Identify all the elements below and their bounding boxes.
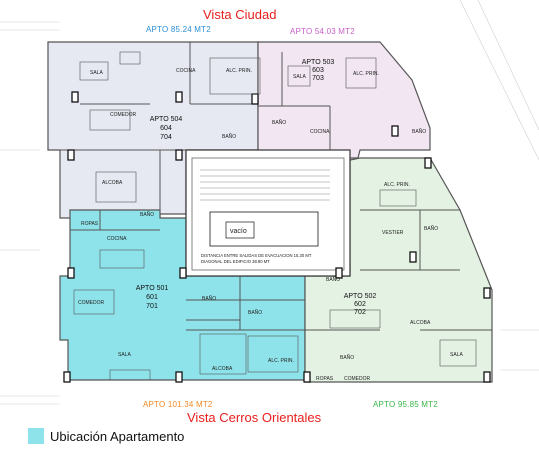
room-ropas-501: ROPAS <box>81 221 99 227</box>
room-sala-503: SALA <box>293 74 306 80</box>
apto-603-name: 603 <box>312 67 324 74</box>
background-lines <box>0 0 539 405</box>
evacuation-note-2: DIAGONAL DEL EDIFICIO 38.90 MT <box>201 259 270 264</box>
area-apto-502: APTO 95.85 MT2 <box>373 400 438 409</box>
title-vista-ciudad: Vista Ciudad <box>203 7 277 22</box>
room-sala-502: SALA <box>450 352 463 358</box>
area-apto-503: APTO 54.03 MT2 <box>290 27 355 36</box>
room-cocina-501: COCINA <box>107 236 127 242</box>
room-alcoba-504: ALCOBA <box>102 180 123 186</box>
room-bano-503b: BAÑO <box>412 128 426 135</box>
room-alc-prin-502: ALC. PRIN. <box>384 182 410 188</box>
apto-704-name: 704 <box>160 134 172 141</box>
legend-swatch <box>28 428 44 444</box>
columns <box>63 91 491 383</box>
room-alcoba-502: ALCOBA <box>410 320 431 326</box>
apto-501-name: APTO 501 <box>136 285 169 292</box>
room-bano-504b: BAÑO <box>140 211 154 218</box>
evacuation-note-1: DISTANCIA ENTRE SALIDAS DE EVACUACION 15… <box>201 253 312 258</box>
apto-502-label: APTO 502 602 702 <box>344 293 377 316</box>
furniture <box>73 51 477 381</box>
room-cocina-503: COCINA <box>310 129 330 135</box>
room-vestier-502: VESTIER <box>382 230 404 236</box>
room-comedor-501: COMEDOR <box>78 300 105 306</box>
vacio-box <box>225 221 255 239</box>
room-vacio: vacío <box>230 228 247 235</box>
room-bano-501b: BAÑO <box>248 309 262 316</box>
room-bano-504: BAÑO <box>222 133 236 140</box>
apto-703-name: 703 <box>312 75 324 82</box>
room-sala-501: SALA <box>118 352 131 358</box>
room-sala-504: SALA <box>90 70 103 76</box>
elevator-shaft <box>209 211 319 247</box>
interior-walls <box>60 42 492 331</box>
room-bano-503a: BAÑO <box>272 119 286 126</box>
apto-502-name: APTO 502 <box>344 293 377 300</box>
zone-apto-503 <box>257 41 431 159</box>
legend-label: Ubicación Apartamento <box>50 429 185 444</box>
room-alc-prin-503: ALC. PRIN. <box>353 71 379 77</box>
apto-701-name: 701 <box>146 303 158 310</box>
apto-702-name: 702 <box>354 309 366 316</box>
room-comedor-502: COMEDOR <box>344 376 371 382</box>
apto-503-name: APTO 503 <box>302 59 335 66</box>
room-cocina-504: COCINA <box>176 68 196 74</box>
stair-steps <box>200 169 330 201</box>
room-alc-prin-501: ALC. PRIN. <box>268 358 294 364</box>
room-alcoba-501: ALCOBA <box>212 366 233 372</box>
apto-501-label: APTO 501 601 701 <box>136 285 169 310</box>
room-bano-502c: BAÑO <box>340 354 354 361</box>
area-apto-501: APTO 101.34 MT2 <box>143 400 213 409</box>
room-bano-501a: BAÑO <box>202 295 216 302</box>
title-vista-cerros: Vista Cerros Orientales <box>187 410 322 425</box>
apto-601-name: 601 <box>146 294 158 301</box>
area-apto-504: APTO 85.24 MT2 <box>146 25 211 34</box>
room-comedor-504: COMEDOR <box>110 112 137 118</box>
room-bano-502a: BAÑO <box>424 225 438 232</box>
apto-504-name: APTO 504 <box>150 116 183 123</box>
apto-503-label: APTO 503 603 703 <box>302 59 335 82</box>
core-stair <box>185 149 351 277</box>
apto-504-label: APTO 504 604 704 <box>150 116 183 141</box>
apto-604-name: 604 <box>160 125 172 132</box>
room-alc-prin-504: ALC. PRIN. <box>226 68 252 74</box>
room-ropas-502: ROPAS <box>316 376 334 382</box>
core-inner <box>191 157 345 271</box>
apto-602-name: 602 <box>354 301 366 308</box>
room-bano-502b: BAÑO <box>326 276 340 283</box>
